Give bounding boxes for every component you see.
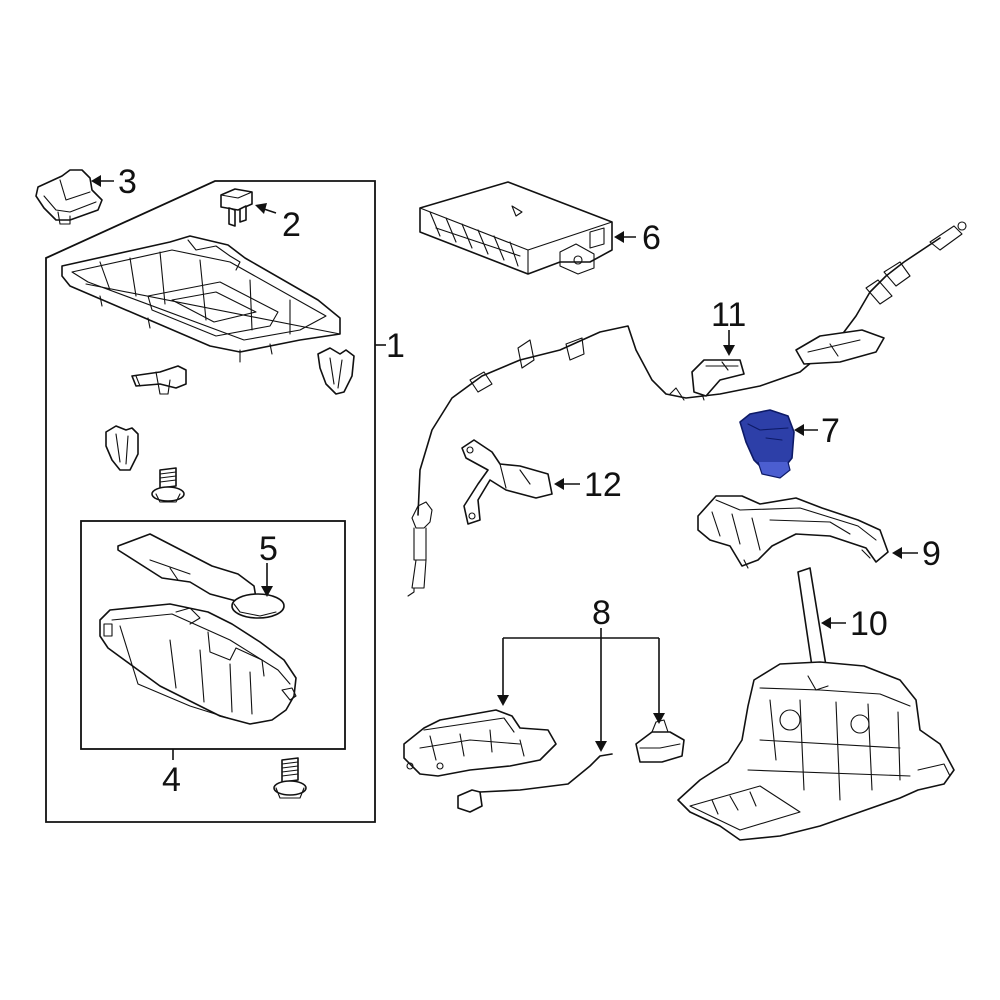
arrowhead-8a (497, 695, 509, 706)
part-1-clip-left[interactable] (131, 365, 187, 395)
callout-2: 2 (282, 206, 301, 244)
group-frame-4 (80, 520, 346, 750)
part-1-screw[interactable] (151, 467, 185, 503)
callout-12: 12 (584, 466, 622, 504)
callout-10: 10 (850, 605, 888, 643)
part-8-switch-unit[interactable] (403, 709, 557, 777)
arrowhead-6 (614, 231, 624, 243)
part-5-mat[interactable] (117, 533, 285, 619)
part-1-screw-lower[interactable] (273, 757, 307, 799)
part-11-cable-bracket[interactable] (691, 359, 745, 397)
arrowhead-7 (794, 424, 804, 436)
callout-8: 8 (592, 594, 611, 632)
group-frame-1 (45, 180, 376, 823)
callout-1: 1 (386, 327, 405, 365)
part-6-control-module[interactable] (419, 181, 613, 275)
callout-9: 9 (922, 535, 941, 573)
part-12-mount-bracket[interactable] (461, 439, 553, 525)
callout-7: 7 (821, 412, 840, 450)
callout-3: 3 (118, 163, 137, 201)
arrowhead-5 (261, 586, 273, 597)
callout-6: 6 (642, 219, 661, 257)
leader-8 (502, 628, 660, 744)
part-10-shifter-assembly[interactable] (677, 567, 955, 841)
part-4-storage-compartment[interactable] (99, 603, 297, 725)
arrowhead-11 (723, 345, 735, 356)
callout-4: 4 (162, 761, 181, 799)
part-8-harness-cable[interactable] (457, 753, 613, 813)
arrowhead-2 (255, 203, 267, 214)
arrowhead-10 (821, 617, 831, 629)
part-7-shift-knob[interactable] (739, 409, 795, 479)
part-1-retainer-left[interactable] (105, 425, 139, 471)
part-9-shifter-bezel[interactable] (697, 495, 889, 569)
shift-cable[interactable] (407, 221, 967, 597)
arrowhead-3 (91, 175, 101, 187)
part-8-connector[interactable] (635, 719, 685, 763)
part-1-retainer-right[interactable] (317, 347, 355, 395)
arrowhead-9 (892, 547, 902, 559)
callout-5: 5 (259, 530, 278, 568)
part-1-console-panel[interactable] (61, 235, 341, 363)
part-3-switch-knob[interactable] (35, 169, 103, 225)
part-2-clip[interactable] (220, 188, 253, 227)
arrowhead-8b (595, 741, 607, 752)
callout-11: 11 (711, 296, 746, 334)
arrowhead-12 (554, 478, 564, 490)
part-11-end-bracket[interactable] (795, 329, 885, 365)
arrowhead-8c (653, 713, 665, 724)
